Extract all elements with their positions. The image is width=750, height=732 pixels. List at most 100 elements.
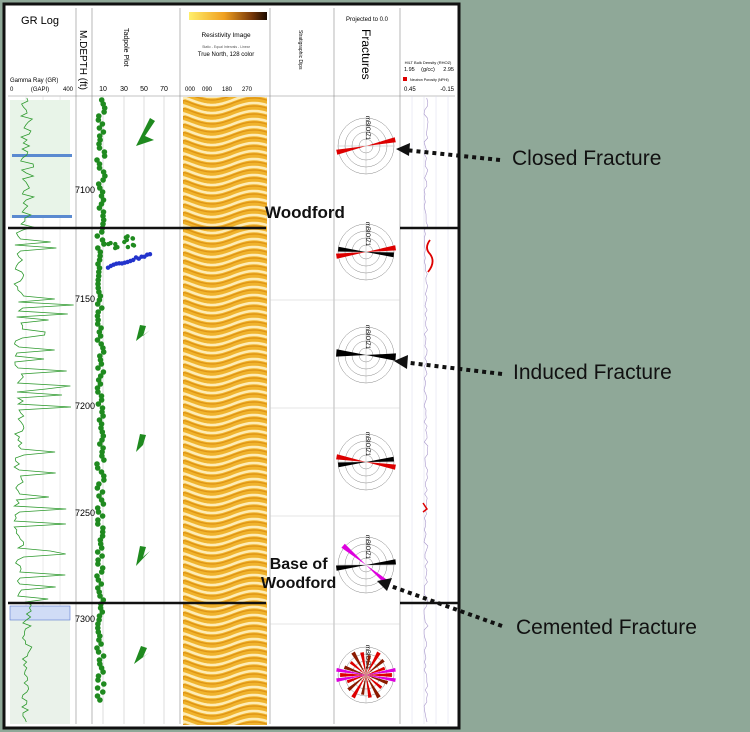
bedding-line (183, 493, 267, 507)
fracture-row-lines (270, 299, 400, 625)
tadpole-dip-3 (101, 109, 107, 115)
bedding-line (183, 269, 267, 283)
tadpole-dip-52 (99, 305, 105, 311)
rose-petal (336, 675, 366, 682)
bedding-line-dark (183, 521, 267, 533)
bedding-line (183, 605, 267, 619)
tadpole-dip-136 (98, 641, 104, 647)
bedding-line (183, 109, 267, 123)
bedding-line (183, 341, 267, 355)
bedding-line-dark (183, 433, 267, 445)
rose-petal (366, 675, 372, 698)
gr-blue-marker-top (12, 154, 72, 157)
gr-blue-box (9, 605, 71, 621)
tadpole-dip-36 (101, 241, 107, 247)
bedding-line (183, 477, 267, 491)
fracture-rose-diagrams: mBIOtZ1mBIOtZ1mBIOtZ1mBIOtZ1mBIOtZ1mBIOt… (336, 116, 396, 704)
rose-petal (366, 675, 381, 699)
bedding-line-dark (183, 505, 267, 517)
bedding-line-dark (183, 249, 267, 261)
rose-label: mBIOtZ1 (364, 432, 370, 457)
tadpole-dip-46 (95, 281, 101, 287)
depth-label-7100: 7100 (75, 185, 95, 195)
rose-petal (351, 651, 366, 675)
bedding-line (183, 557, 267, 571)
bedding-line-dark (183, 161, 267, 173)
bedding-line (183, 653, 267, 667)
bedding-line (183, 133, 267, 147)
tadpole-dip-67 (95, 365, 101, 371)
tadpole-dip-92 (94, 465, 101, 471)
tadpole-dip-76 (95, 401, 102, 407)
fractures-title: Fractures (359, 29, 373, 80)
bedding-line (183, 277, 267, 291)
bedding-line-dark (183, 497, 267, 509)
bedding-line-dark (183, 545, 267, 557)
bedding-line (183, 525, 267, 539)
bedding-line-dark (183, 537, 267, 549)
bedding-line-dark (183, 641, 267, 653)
bedding-line (183, 421, 267, 435)
bedding-line (183, 461, 267, 475)
tadpole-dip-154 (108, 240, 113, 246)
bedding-line (183, 389, 267, 403)
bedding-line (183, 189, 267, 203)
bedding-line-dark (183, 233, 267, 245)
tadpole-dip-33 (99, 229, 105, 235)
bedding-line (183, 637, 267, 651)
bedding-line-dark (183, 225, 267, 237)
bedding-line (183, 405, 267, 419)
rose-diagram-4: mBIOtZ1 (336, 432, 396, 491)
rose-label: mBIOtZ1 (364, 116, 370, 141)
tadpole-dip-101 (100, 501, 107, 507)
tadpole-dip-14 (101, 153, 108, 159)
rose-petal (361, 675, 366, 695)
bedding-line-dark (183, 425, 267, 437)
depth-title: M.DEPTH (ft) (77, 30, 88, 90)
bedding-line-dark (183, 553, 267, 565)
tadpole-dip-98 (99, 489, 106, 495)
gr-blue-marker-bottom (12, 215, 72, 218)
bedding-line-dark (183, 145, 267, 157)
bedding-line (183, 549, 267, 563)
rose-label: mBIOtZ1 (364, 535, 370, 560)
bedding-line-dark (183, 137, 267, 149)
bedding-line (183, 501, 267, 515)
tadpole-dip-139 (100, 653, 107, 659)
bedding-line-dark (183, 441, 267, 453)
tadpole-dip-138 (95, 649, 102, 655)
woodford-base-line1: Base of (269, 556, 328, 573)
bedding-line (183, 397, 267, 411)
tadpole-dips (94, 97, 153, 703)
tadpole-dip-8 (100, 129, 107, 135)
bedding-line-dark (183, 649, 267, 661)
rose-petal (346, 675, 366, 684)
tadpole-arrow-3 (136, 434, 150, 452)
bedding-line (183, 237, 267, 251)
bedding-line-dark (183, 449, 267, 461)
rose-petal (366, 668, 396, 675)
bedding-line-dark (183, 617, 267, 629)
tadpole-tick-50: 50 (140, 86, 148, 93)
tadpole-tick-70: 70 (160, 86, 168, 93)
tadpole-dip-16 (96, 161, 103, 167)
rose-petal (360, 652, 366, 675)
fractures-header: Projected to 0.0 (346, 17, 389, 23)
tadpole-dip-161 (130, 236, 136, 241)
gr-scale-unit: (GAPI) (31, 87, 49, 93)
bedding-line (183, 413, 267, 427)
tadpole-dip-128 (99, 609, 106, 615)
bedding-line-dark (183, 609, 267, 621)
rose-petal (347, 675, 366, 692)
rose-petal (351, 675, 366, 699)
tadpole-dip-116 (95, 561, 101, 567)
image-tick-180: 180 (222, 87, 233, 93)
rose-diagram-5: mBIOtZ1 (336, 535, 396, 594)
bedding-line (183, 573, 267, 587)
bedding-line-dark (183, 169, 267, 181)
tadpole-dip-120 (95, 577, 102, 583)
bedding-line (183, 381, 267, 395)
density-title: HILT Bulk Density (RHOZ) (405, 60, 452, 65)
woodford-base-label: Base of Woodford (261, 555, 336, 593)
rose-petal (349, 661, 366, 675)
